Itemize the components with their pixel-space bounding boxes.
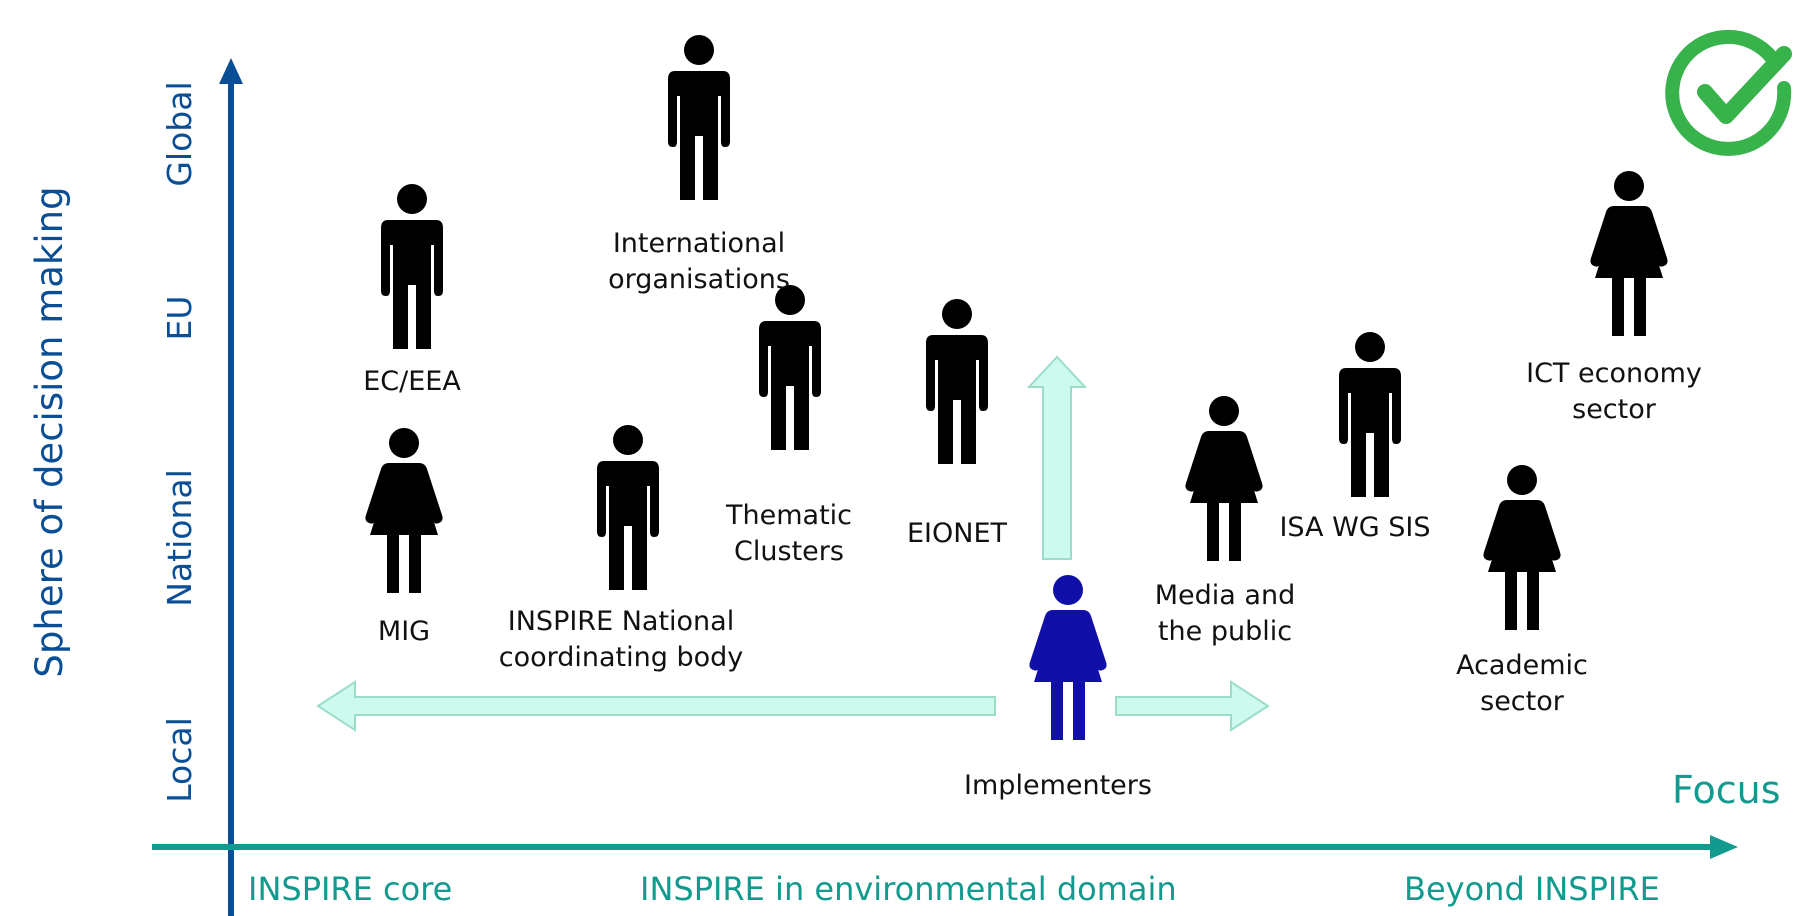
- label-isa-wg-sis: ISA WG SIS: [1279, 512, 1431, 543]
- arrow-right: [1115, 680, 1270, 732]
- y-axis-title: Sphere of decision making: [28, 186, 71, 678]
- check-circle-icon: [1665, 29, 1792, 156]
- label-academic-sector: Academic sector: [1456, 650, 1588, 717]
- arrow-left: [316, 680, 996, 732]
- person-icon-national-body: [597, 425, 659, 590]
- label-mig: MIG: [377, 616, 431, 647]
- x-category-beyond-inspire: Beyond INSPIRE: [1404, 870, 1660, 908]
- person-icon-international-organisations: [668, 35, 730, 200]
- person-icon-ict-sector: [1590, 171, 1668, 336]
- person-icon-implementers: [1029, 575, 1107, 740]
- person-icon-ec-eea: [381, 184, 443, 349]
- label-national-body: INSPIRE National coordinating body: [498, 606, 744, 673]
- y-tick-local: Local: [160, 717, 199, 803]
- person-icon-isa-wg-sis: [1339, 332, 1401, 497]
- person-icon-academic-sector: [1483, 465, 1561, 630]
- person-icon-eionet: [926, 299, 988, 464]
- y-axis-arrowhead: [219, 58, 243, 84]
- label-ict-sector: ICT economy sector: [1526, 358, 1702, 425]
- label-thematic-clusters: Thematic Clusters: [726, 500, 852, 567]
- label-eionet: EIONET: [906, 518, 1008, 549]
- label-international-organisations: International organisations: [608, 228, 790, 295]
- x-axis-title: Focus: [1672, 768, 1781, 812]
- label-implementers: Implementers: [964, 770, 1152, 801]
- person-icon-thematic-clusters: [759, 285, 821, 450]
- person-icon-mig: [365, 428, 443, 593]
- arrow-up: [1026, 355, 1088, 560]
- y-tick-national: National: [160, 469, 199, 607]
- x-axis-arrowhead: [1710, 835, 1738, 859]
- y-tick-global: Global: [160, 81, 199, 187]
- x-category-environmental-domain: INSPIRE in environmental domain: [640, 870, 1177, 908]
- x-category-inspire-core: INSPIRE core: [248, 870, 453, 908]
- label-media-public: Media and the public: [1154, 580, 1296, 647]
- label-ec-eea: EC/EEA: [363, 366, 461, 397]
